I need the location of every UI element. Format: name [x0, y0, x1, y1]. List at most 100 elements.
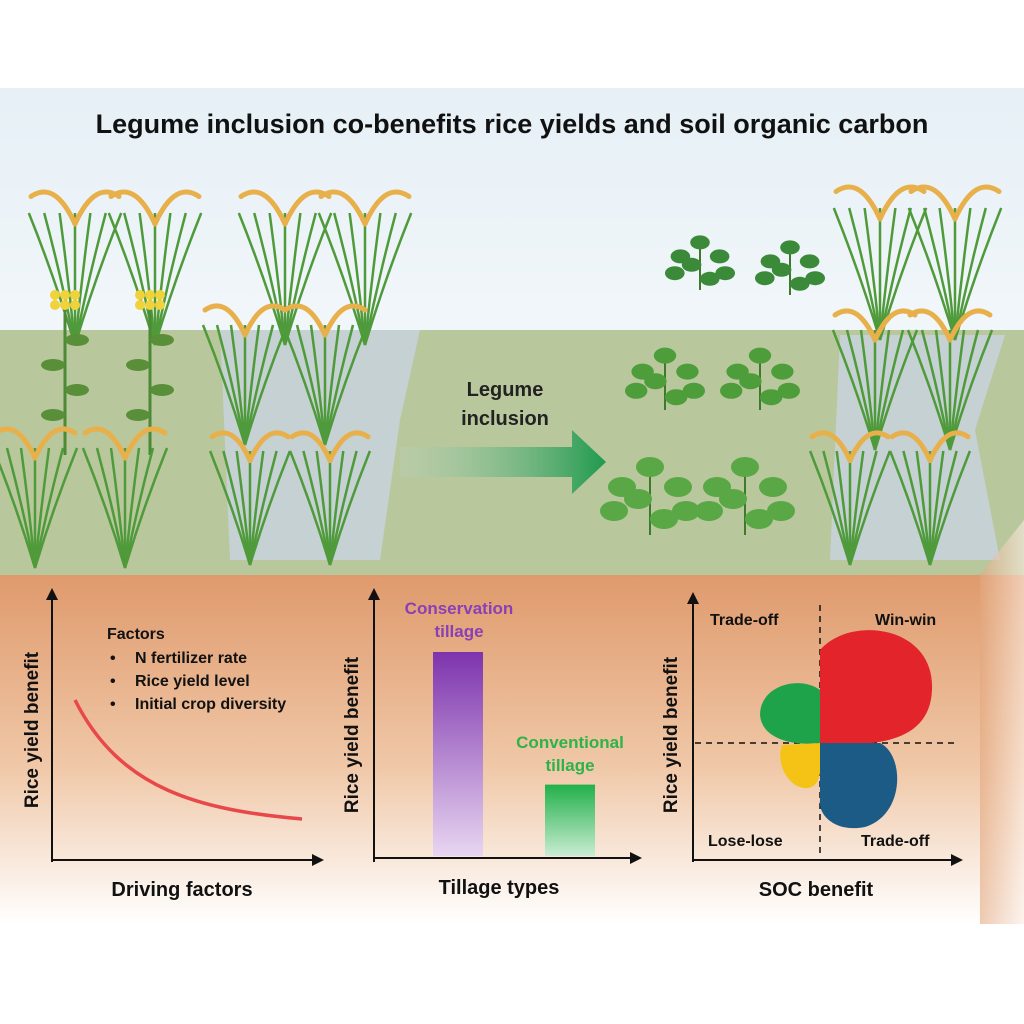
- panel-driving-factors: Rice yield benefit Driving factors Facto…: [22, 588, 324, 901]
- rice-leaf: [5, 447, 37, 569]
- quadrant-top-right-label: Win-win: [875, 612, 936, 629]
- legume-leaf: [771, 262, 792, 277]
- legume-leaf: [695, 501, 723, 521]
- bar-label-conservation-2: tillage: [434, 622, 483, 641]
- rice-leaf: [848, 450, 892, 566]
- rice-panicle: [0, 426, 38, 461]
- rapeseed-leaf: [150, 384, 174, 396]
- rice-plant-8: [201, 303, 289, 446]
- rice-leaf: [215, 324, 247, 446]
- legume-plant-19: [755, 240, 825, 295]
- rice-leaf: [317, 212, 367, 346]
- rice-leaf: [122, 212, 157, 346]
- rice-leaf: [845, 329, 877, 451]
- legume-leaf: [745, 509, 773, 529]
- legume-leaf: [665, 389, 688, 406]
- rice-leaf: [873, 329, 891, 451]
- rice-leaf: [27, 212, 77, 346]
- factors-decline-curve: [73, 699, 303, 821]
- rapeseed-flower: [135, 290, 145, 300]
- rice-leaf: [323, 324, 355, 446]
- rice-plant-11: [288, 430, 372, 566]
- rice-leaf: [81, 447, 127, 569]
- legume-leaf: [755, 271, 775, 286]
- rice-leaf: [153, 212, 188, 346]
- rice-panicle: [847, 430, 891, 463]
- rice-leaf: [323, 324, 341, 446]
- legume-leaf: [672, 501, 700, 521]
- rapeseed-flower: [145, 290, 155, 300]
- legume-leaf: [681, 257, 702, 272]
- tillage-x-axis-arrowhead: [630, 852, 642, 864]
- rice-panicle: [322, 303, 368, 338]
- rice-leaf: [229, 324, 247, 446]
- legume-leaf: [600, 501, 628, 521]
- rice-panicle: [832, 308, 878, 343]
- rapeseed-flower: [50, 290, 60, 300]
- legume-leaf: [700, 271, 720, 286]
- rice-leaf: [283, 212, 302, 346]
- rice-leaf: [283, 212, 318, 346]
- rice-panicle: [242, 303, 288, 338]
- rice-leaf: [873, 329, 919, 451]
- rice-panicle: [122, 426, 168, 461]
- rice-leaf: [123, 447, 169, 569]
- soc-ylabel: Rice yield benefit: [661, 656, 682, 813]
- rice-leaf: [0, 462, 37, 569]
- rice-leaf: [123, 447, 155, 569]
- rice-panicle: [833, 184, 883, 222]
- rice-leaf: [938, 207, 957, 341]
- legume-leaf: [636, 457, 664, 477]
- tillage-xlabel: Tillage types: [439, 877, 560, 899]
- factors-x-axis-arrowhead: [312, 854, 324, 866]
- rice-leaf: [328, 450, 372, 566]
- petal-trade-off-bottom: [819, 743, 898, 829]
- rice-panicle: [907, 308, 953, 343]
- rapeseed-flower: [70, 300, 80, 310]
- rapeseed-leaf: [126, 409, 150, 421]
- bar-label-conventional-1: Conventional: [516, 733, 624, 752]
- legume-leaf: [777, 382, 800, 399]
- bar-label-conservation-1: Conservation: [405, 599, 514, 618]
- rice-panicle: [952, 184, 1002, 222]
- factor-item-1: N fertilizer rate: [135, 650, 247, 667]
- rapeseed-flower: [50, 300, 60, 310]
- quadrant-bottom-left-label: Lose-lose: [708, 833, 783, 850]
- rapeseed-leaf: [65, 384, 89, 396]
- rice-leaf: [323, 324, 369, 446]
- legume-plant-21: [720, 347, 800, 410]
- rice-leaf: [243, 324, 289, 446]
- rice-panicle: [289, 430, 333, 463]
- rice-leaf: [248, 450, 292, 566]
- rice-panicle: [362, 189, 412, 227]
- legume-leaf: [731, 457, 759, 477]
- rice-leaf: [363, 212, 413, 346]
- rice-panicle: [889, 430, 933, 463]
- rice-plant-10: [208, 430, 292, 566]
- rice-leaf: [873, 329, 905, 451]
- legume-leaf: [790, 276, 810, 291]
- rapeseed-flower: [70, 290, 80, 300]
- legume-inclusion-arrow: [400, 430, 606, 494]
- rapeseed-flower: [60, 300, 70, 310]
- panel-tillage-types: Conservation tillage Conventional tillag…: [342, 588, 642, 899]
- rice-leaf: [363, 212, 382, 346]
- rice-leaf: [153, 212, 203, 346]
- rice-leaf: [832, 207, 882, 341]
- rapeseed-leaf: [126, 359, 150, 371]
- legume-leaf: [759, 477, 787, 497]
- legume-leaf: [719, 489, 747, 509]
- legume-leaf: [709, 249, 730, 264]
- rice-panicle: [209, 430, 253, 463]
- rice-panicle: [82, 426, 128, 461]
- rice-leaf: [33, 447, 79, 569]
- legume-leaf: [767, 501, 795, 521]
- quadrant-top-left-label: Trade-off: [710, 612, 779, 629]
- legume-leaf: [653, 347, 677, 364]
- petal-win-win: [820, 630, 933, 745]
- rice-leaf: [73, 212, 108, 346]
- factor-bullet-3: •: [110, 696, 116, 713]
- rice-leaf: [33, 447, 51, 569]
- rice-panicle: [327, 430, 371, 463]
- factors-heading: Factors: [107, 626, 165, 643]
